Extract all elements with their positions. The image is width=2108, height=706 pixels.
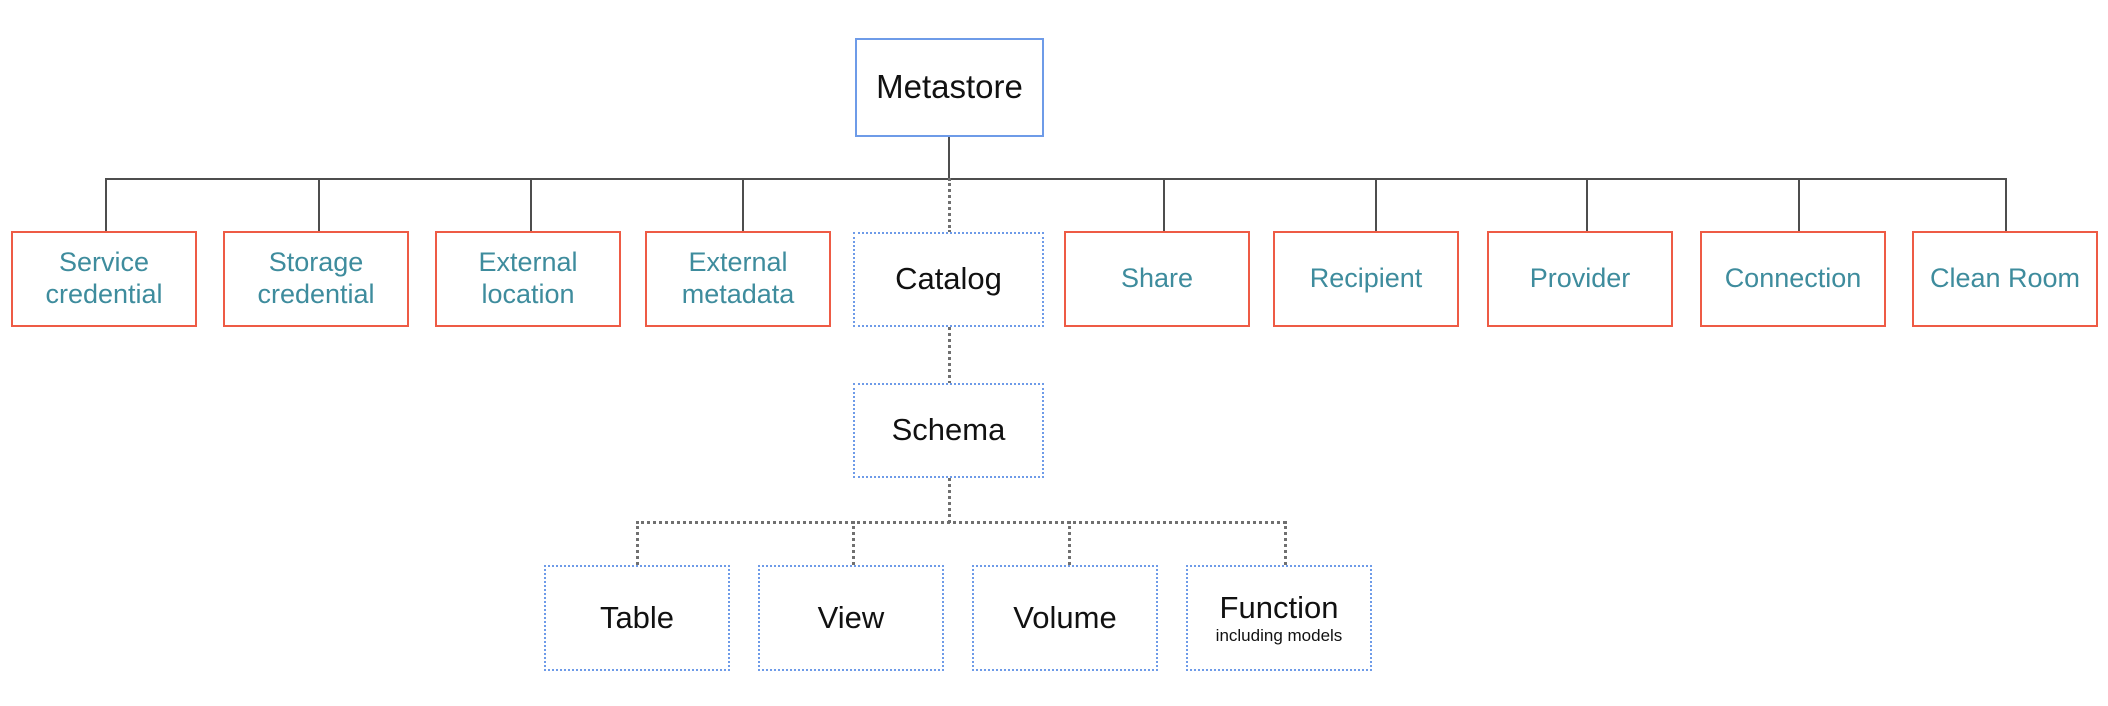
node-function[interactable]: Function including models <box>1186 565 1372 671</box>
node-connection-label: Connection <box>1724 263 1862 294</box>
edge-drop-external-location <box>530 178 532 231</box>
node-volume[interactable]: Volume <box>972 565 1158 671</box>
edge-drop-view <box>852 521 855 565</box>
edge-catalog-to-schema <box>948 327 951 384</box>
edge-schema-children-bus <box>636 521 1286 524</box>
node-table[interactable]: Table <box>544 565 730 671</box>
edge-drop-share <box>1163 178 1165 231</box>
node-schema[interactable]: Schema <box>853 383 1044 478</box>
edge-drop-external-metadata <box>742 178 744 231</box>
node-provider[interactable]: Provider <box>1487 231 1673 327</box>
edge-drop-function <box>1284 521 1287 565</box>
node-share[interactable]: Share <box>1064 231 1250 327</box>
edge-schema-to-childbus <box>948 478 951 523</box>
node-volume-label: Volume <box>1013 599 1117 635</box>
edge-drop-connection <box>1798 178 1800 231</box>
edge-metastore-to-bus <box>948 137 950 179</box>
node-connection[interactable]: Connection <box>1700 231 1886 327</box>
node-metastore[interactable]: Metastore <box>855 38 1044 137</box>
node-schema-label: Schema <box>891 412 1006 448</box>
node-catalog-label: Catalog <box>895 261 1002 297</box>
edge-securables-bus <box>105 178 2005 180</box>
node-service-credential-label: Service credential <box>45 247 163 309</box>
node-clean-room[interactable]: Clean Room <box>1912 231 2098 327</box>
edge-drop-volume <box>1068 521 1071 565</box>
node-share-label: Share <box>1120 263 1194 294</box>
node-provider-label: Provider <box>1529 263 1631 294</box>
edge-drop-storage-credential <box>318 178 320 231</box>
node-storage-credential-label: Storage credential <box>257 247 375 309</box>
edge-drop-recipient <box>1375 178 1377 231</box>
node-external-location-label: External location <box>478 247 578 309</box>
node-catalog[interactable]: Catalog <box>853 232 1044 327</box>
edge-drop-service-credential <box>105 178 107 231</box>
node-service-credential[interactable]: Service credential <box>11 231 197 327</box>
node-function-label: Function <box>1219 589 1339 625</box>
edge-drop-clean-room <box>2005 178 2007 231</box>
node-table-label: Table <box>599 599 675 635</box>
node-metastore-label: Metastore <box>876 68 1023 106</box>
node-view-label: View <box>817 599 885 635</box>
edge-drop-provider <box>1586 178 1588 231</box>
node-view[interactable]: View <box>758 565 944 671</box>
edge-bus-to-catalog <box>948 178 951 233</box>
node-function-subtitle: including models <box>1215 626 1343 646</box>
node-recipient[interactable]: Recipient <box>1273 231 1459 327</box>
node-recipient-label: Recipient <box>1309 263 1423 294</box>
node-storage-credential[interactable]: Storage credential <box>223 231 409 327</box>
edge-drop-table <box>636 521 639 565</box>
node-external-metadata[interactable]: External metadata <box>645 231 831 327</box>
node-clean-room-label: Clean Room <box>1929 263 2081 294</box>
node-external-metadata-label: External metadata <box>681 247 795 309</box>
node-external-location[interactable]: External location <box>435 231 621 327</box>
